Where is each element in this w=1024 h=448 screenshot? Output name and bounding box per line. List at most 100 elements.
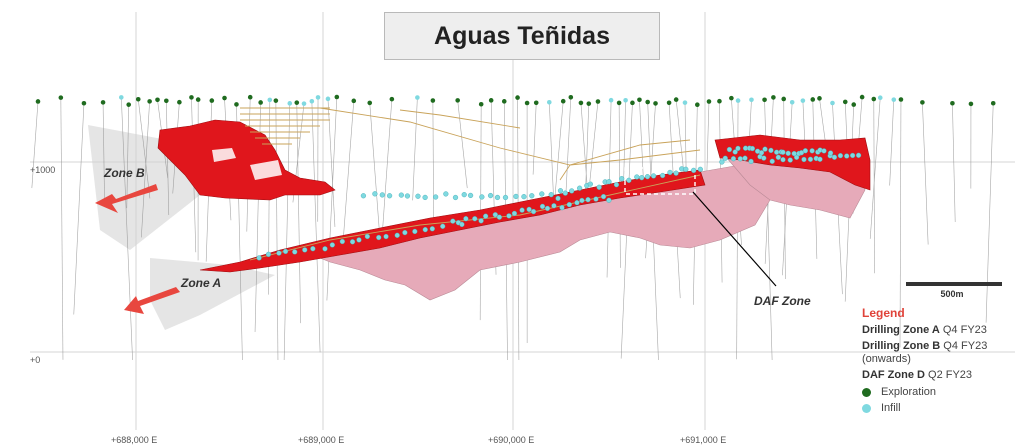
infill-point bbox=[452, 194, 459, 201]
infill-point bbox=[302, 247, 308, 253]
collar-point bbox=[267, 97, 273, 103]
infill-point bbox=[404, 193, 411, 199]
collar-point bbox=[315, 95, 321, 100]
drill-trace bbox=[73, 103, 85, 315]
collar-point bbox=[762, 97, 767, 103]
infill-point bbox=[521, 194, 527, 200]
exploration-points bbox=[35, 94, 996, 107]
infill-point bbox=[780, 157, 786, 163]
legend-exploration: Exploration bbox=[862, 386, 1022, 398]
collar-point bbox=[455, 98, 460, 103]
infill-point bbox=[412, 228, 418, 235]
infill-point bbox=[569, 188, 575, 194]
infill-dot-icon bbox=[862, 403, 871, 413]
infill-point bbox=[730, 156, 737, 162]
daf-zone-leader bbox=[692, 191, 777, 287]
collar-point bbox=[126, 102, 132, 107]
collar-point bbox=[968, 101, 974, 107]
infill-point bbox=[492, 212, 498, 218]
title-box: Aguas Teñidas bbox=[384, 12, 660, 60]
collar-point bbox=[287, 101, 293, 106]
collar-point bbox=[920, 100, 925, 105]
collar-point bbox=[81, 100, 87, 106]
arrow-zone-a bbox=[124, 287, 180, 314]
collar-point bbox=[950, 100, 955, 106]
infill-point bbox=[626, 177, 632, 183]
infill-point bbox=[463, 216, 469, 222]
collar-point bbox=[706, 99, 712, 104]
infill-point bbox=[606, 197, 612, 203]
infill-point bbox=[459, 221, 465, 228]
infill-point bbox=[479, 194, 485, 200]
collar-point bbox=[830, 100, 835, 106]
collar-point bbox=[771, 95, 776, 100]
drill-trace bbox=[457, 100, 468, 189]
legend-item-period: Q4 FY23 (onwards) bbox=[862, 340, 988, 365]
collar-point bbox=[842, 99, 848, 105]
infill-point bbox=[386, 193, 393, 199]
collar-point bbox=[294, 100, 300, 105]
collar-point bbox=[653, 101, 658, 106]
infill-point bbox=[360, 193, 367, 199]
infill-point bbox=[606, 179, 612, 185]
infill-point bbox=[551, 203, 557, 209]
collar-point bbox=[859, 94, 865, 100]
infill-point bbox=[379, 192, 385, 198]
collar-point bbox=[637, 97, 642, 103]
infill-point bbox=[791, 151, 797, 157]
collar-point bbox=[351, 98, 357, 104]
drill-trace bbox=[326, 96, 338, 301]
infill-point bbox=[450, 218, 456, 224]
collar-point bbox=[100, 100, 106, 105]
collar-point bbox=[222, 95, 227, 101]
collar-point bbox=[533, 100, 539, 106]
collar-point bbox=[164, 98, 169, 104]
infill-point bbox=[722, 155, 728, 161]
drill-trace bbox=[899, 99, 902, 348]
legend-item-period: Q2 FY23 bbox=[928, 369, 973, 381]
infill-point bbox=[265, 251, 272, 257]
daf-zone-label: DAF Zone bbox=[754, 294, 811, 308]
collar-point bbox=[415, 95, 420, 100]
collar-point bbox=[735, 98, 741, 103]
infill-point bbox=[530, 208, 537, 215]
collar-point bbox=[515, 95, 520, 100]
infill-point bbox=[494, 194, 501, 201]
drill-trace bbox=[381, 99, 393, 242]
infill-point bbox=[562, 190, 568, 196]
infill-point bbox=[566, 202, 572, 208]
infill-point bbox=[726, 146, 733, 153]
infill-point bbox=[619, 176, 625, 182]
collar-point bbox=[586, 101, 592, 106]
zone-arrows bbox=[95, 184, 180, 314]
infill-point bbox=[827, 150, 834, 156]
infill-point bbox=[762, 146, 768, 152]
drill-trace bbox=[412, 97, 418, 201]
collar-point bbox=[851, 102, 857, 107]
collar-point bbox=[990, 100, 996, 106]
infill-point bbox=[735, 145, 741, 152]
pink-orebody bbox=[299, 149, 866, 301]
infill-point bbox=[339, 238, 345, 245]
infill-point bbox=[673, 170, 679, 176]
collar-point bbox=[309, 98, 315, 104]
exploration-dot-icon bbox=[862, 387, 871, 397]
collar-point bbox=[247, 94, 253, 100]
easting-label-689000: +689,000 E bbox=[298, 435, 345, 445]
collar-point bbox=[616, 100, 622, 106]
infill-point bbox=[650, 173, 657, 179]
infill-point bbox=[596, 184, 602, 190]
drill-trace bbox=[985, 103, 994, 323]
infill-point bbox=[775, 154, 781, 160]
drill-trace bbox=[532, 102, 537, 175]
infill-point bbox=[737, 156, 743, 162]
infill-point bbox=[256, 255, 262, 261]
drill-trace bbox=[952, 103, 956, 223]
infill-point bbox=[600, 194, 607, 200]
arrow-zone-b bbox=[95, 184, 158, 213]
infill-point bbox=[613, 182, 620, 188]
infill-point bbox=[817, 156, 823, 162]
infill-point bbox=[660, 172, 666, 179]
infill-point bbox=[529, 193, 535, 199]
